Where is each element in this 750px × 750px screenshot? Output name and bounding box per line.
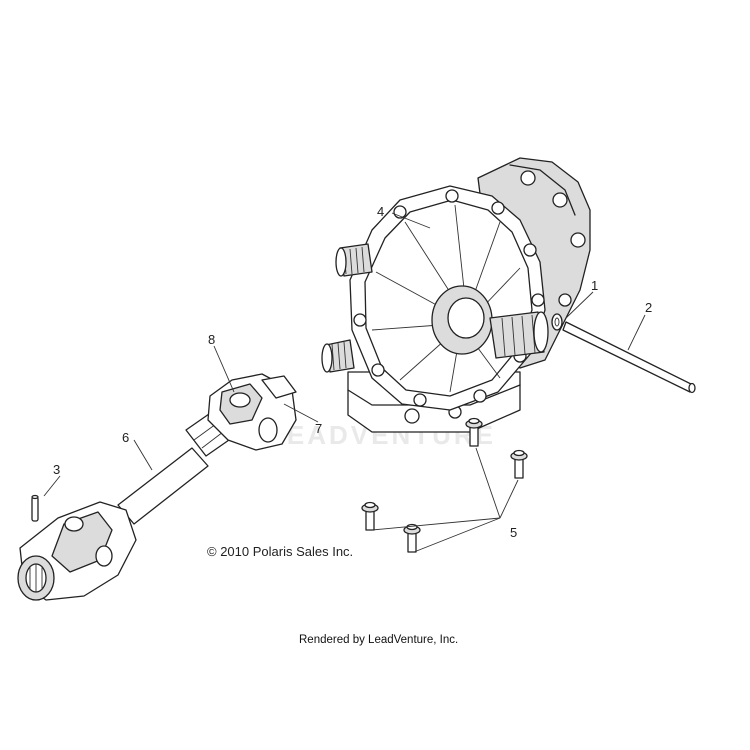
gearcase-output-spline: [489, 311, 549, 359]
part-1-snap-ring: [551, 313, 563, 331]
leader-3: [43, 475, 61, 497]
callout-5: 5: [510, 525, 517, 540]
leader-5c: [371, 517, 501, 531]
prop-shaft-tube: [117, 447, 209, 525]
callout-labels: 1 2 3 4 5 6 7 8: [53, 204, 652, 540]
callout-7: 7: [315, 421, 322, 436]
leader-6: [133, 439, 153, 471]
gearcase-left-spline-upper: [335, 243, 373, 277]
leader-4: [391, 212, 431, 229]
prop-shaft-upper-yoke: [207, 373, 297, 451]
callout-3: 3: [53, 462, 60, 477]
copyright-notice: © 2010 Polaris Sales Inc.: [207, 544, 353, 559]
leader-1: [565, 291, 594, 319]
gearcase-bolt-boss: [558, 293, 572, 307]
rendered-by-notice: Rendered by LeadVenture, Inc.: [299, 634, 458, 646]
callout-1: 1: [591, 278, 598, 293]
gearcase-mount-bolt: [404, 408, 420, 424]
leader-8: [213, 345, 235, 393]
part-3-pin: [31, 494, 39, 522]
gearcase-bolt-boss: [570, 232, 586, 248]
part-5-bolts: [361, 417, 528, 553]
gearcase-bolt-boss: [552, 192, 568, 208]
bolt: [403, 523, 421, 553]
callout-8: 8: [208, 332, 215, 347]
leader-5d: [413, 517, 501, 553]
gearcase-bolt-boss: [520, 170, 536, 186]
bolt: [465, 417, 483, 447]
gearcase-rear-ridge: [509, 164, 576, 216]
callout-4: 4: [377, 204, 384, 219]
leader-5b: [499, 479, 519, 519]
part-6-prop-shaft: [17, 373, 297, 601]
gearcase-hub-bore: [447, 297, 485, 339]
leader-2: [627, 314, 646, 351]
callout-2: 2: [645, 300, 652, 315]
leader-lines: [43, 212, 646, 553]
part-2-shaft: [562, 321, 696, 394]
leader-5a: [475, 447, 501, 519]
bolt: [510, 449, 528, 479]
gearcase-left-spline-lower: [321, 339, 355, 373]
callout-6: 6: [122, 430, 129, 445]
gearcase-assembly: [321, 157, 591, 433]
bolt: [361, 501, 379, 531]
leader-7: [283, 403, 319, 423]
prop-shaft-lower-yoke: [17, 501, 137, 601]
